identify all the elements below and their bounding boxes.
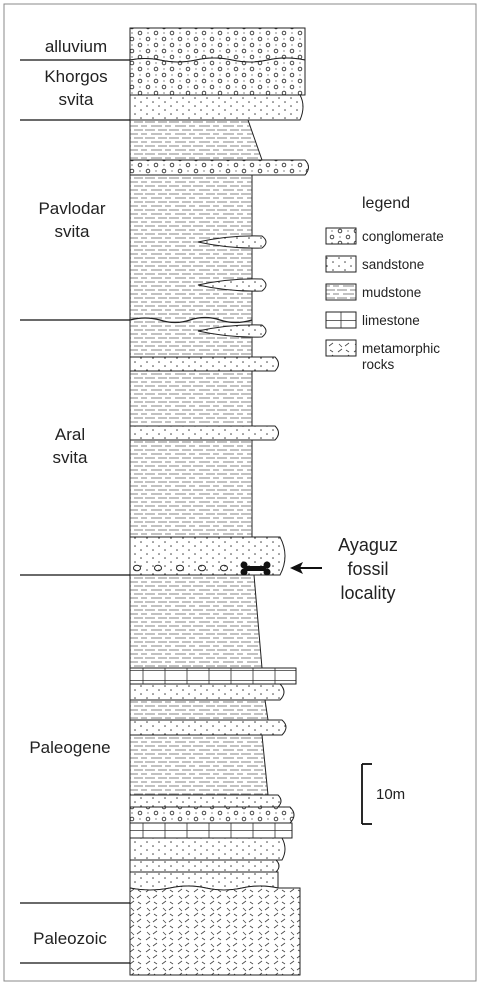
unit-label-aral-1: Aral	[55, 425, 85, 444]
legend-swatch-mudstone	[326, 284, 356, 300]
legend-label-sandstone: sandstone	[362, 257, 424, 272]
legend: legend conglomerate sandstone mudstone l…	[326, 195, 444, 372]
layer-paleogene-conglomerate	[130, 807, 294, 823]
layer-paleogene-sandstone-3	[130, 795, 281, 807]
layer-paleogene-sandstone-4	[130, 838, 285, 860]
layer-paleogene-sandstone-2	[130, 720, 286, 735]
locality-arrow-icon	[290, 562, 322, 574]
unit-label-paleogene: Paleogene	[29, 738, 110, 757]
scale-bar: 10m	[362, 764, 405, 824]
legend-label-mudstone: mudstone	[362, 285, 421, 300]
scale-bar-label: 10m	[376, 786, 405, 803]
layer-alluvium-conglomerate	[130, 28, 305, 62]
column-mudstone-paleogene-2	[130, 735, 268, 795]
unit-label-khorgos-2: svita	[59, 90, 95, 109]
legend-label-metamorphic-2: rocks	[362, 357, 395, 372]
legend-label-limestone: limestone	[362, 313, 420, 328]
column-mudstone-upper	[130, 120, 262, 160]
layer-aral-sandstone-bed-2	[130, 426, 279, 440]
layer-paleogene-limestone-2	[130, 823, 292, 838]
layer-khorgos-sandstone	[130, 95, 303, 120]
locality-label-2: fossil	[347, 559, 388, 579]
layer-paleogene-sandstone-1	[130, 684, 284, 700]
layer-khorgos-conglomerate	[130, 58, 305, 95]
unit-label-aral-2: svita	[53, 448, 89, 467]
legend-swatch-limestone	[326, 312, 356, 328]
column-mudstone-lower	[130, 575, 262, 668]
column-mudstone-paleogene-1	[130, 700, 268, 720]
layer-paleozoic-metamorphic	[130, 886, 300, 975]
legend-label-metamorphic-1: metamorphic	[362, 341, 440, 356]
legend-title: legend	[362, 195, 410, 212]
layer-paleogene-sandstone-5	[130, 860, 279, 872]
layer-pavlodar-conglomerate-bed	[130, 160, 309, 175]
locality-label-3: locality	[340, 583, 395, 603]
legend-label-conglomerate: conglomerate	[362, 229, 444, 244]
legend-swatch-conglomerate	[326, 228, 356, 244]
unit-label-alluvium: alluvium	[45, 37, 107, 56]
locality-label-1: Ayaguz	[338, 535, 398, 555]
unit-label-paleozoic: Paleozoic	[33, 929, 107, 948]
layer-paleogene-limestone-1	[130, 668, 296, 684]
unit-label-pavlodar-2: svita	[55, 222, 91, 241]
legend-swatch-sandstone	[326, 256, 356, 272]
unit-label-khorgos-1: Khorgos	[44, 67, 107, 86]
unit-label-pavlodar-1: Pavlodar	[38, 199, 105, 218]
unit-boundaries	[20, 60, 130, 963]
legend-swatch-metamorphic	[326, 340, 356, 356]
layer-aral-sandstone-bed-1	[130, 357, 279, 371]
